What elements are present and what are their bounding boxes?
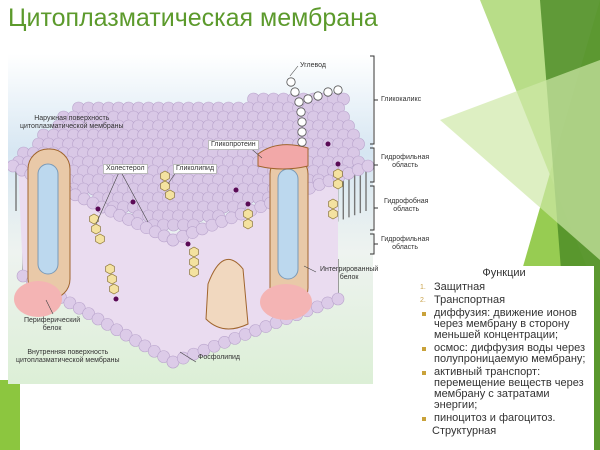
membrane-interior — [18, 164, 338, 362]
functions-heading: Функции — [482, 267, 526, 279]
transport-subitem: пиноцитоз и фагоцитоз. — [414, 413, 594, 424]
protein-dots — [95, 141, 341, 302]
region-brackets — [370, 55, 378, 255]
function-item: 2. Транспортная — [414, 295, 594, 306]
function-text: Защитная — [434, 281, 486, 293]
functions-panel: Функции 1. Защитная 2. Транспортная диффуз… — [414, 266, 594, 450]
page-title: Цитоплазматическая мембрана — [8, 4, 378, 32]
function-text: Транспортная — [434, 294, 506, 306]
membrane-illustration — [6, 54, 378, 384]
subitem-text: активный транспорт: перемещение веществ … — [434, 366, 584, 411]
label-line: Наружная поверхность — [34, 115, 110, 122]
label-glycocalyx: Гликокаликс — [381, 96, 422, 103]
label-cholesterol: Холестерол — [103, 164, 148, 174]
carbohydrate-chain — [286, 77, 343, 147]
bullet-icon — [422, 371, 426, 375]
label-line: белок — [42, 325, 62, 332]
peripheral-protein-bottom — [205, 258, 249, 330]
transport-subitem: активный транспорт: перемещение веществ … — [414, 367, 594, 411]
label-carbohydrate: Углевод — [300, 62, 326, 69]
label-line: Гидрофильная — [381, 154, 430, 161]
label-line: Гидрофильная — [381, 236, 430, 243]
subitem-text: пиноцитоз и фагоцитоз. — [434, 412, 556, 424]
glycoprotein — [257, 144, 309, 170]
pointer-lines — [45, 65, 317, 363]
label-line: область — [392, 244, 419, 251]
label-line: Внутренняя поверхность — [27, 349, 109, 356]
function-item: Структурная — [414, 426, 594, 437]
integral-protein-left — [14, 148, 71, 317]
label-glycolipid: Гликолипид — [173, 164, 218, 174]
label-glycoprotein: Гликопротеин — [208, 140, 259, 150]
function-text: Структурная — [432, 425, 497, 437]
bullet-icon — [422, 347, 426, 351]
label-phospholipid: Фосфолипид — [198, 354, 240, 361]
bullet-icon — [422, 312, 426, 316]
label-line: Периферический — [24, 317, 81, 324]
subitem-text: осмос: диффузия воды через полупроницаем… — [434, 342, 586, 365]
cholesterol-molecules — [89, 141, 343, 302]
list-number: 1. — [420, 284, 426, 291]
label-line: цитоплазматической мембраны — [20, 123, 124, 130]
label-line: Гидрофобная — [384, 198, 429, 205]
membrane-diagram: Углевод Гликокаликс Наружная поверхность… — [6, 44, 448, 384]
integral-protein-right — [260, 155, 312, 320]
subitem-text: диффузия: движение ионов через мембрану … — [434, 307, 577, 341]
label-line: белок — [339, 274, 359, 281]
label-line: цитоплазматической мембраны — [16, 357, 120, 364]
function-item: 1. Защитная — [414, 282, 594, 293]
transport-subitem: диффузия: движение ионов через мембрану … — [414, 308, 594, 341]
transport-subitem: осмос: диффузия воды через полупроницаем… — [414, 343, 594, 365]
list-number: 2. — [420, 297, 426, 304]
label-line: область — [393, 206, 420, 213]
label-line: Интегрированный — [320, 266, 379, 273]
bullet-icon — [422, 417, 426, 421]
label-line: область — [392, 162, 419, 169]
